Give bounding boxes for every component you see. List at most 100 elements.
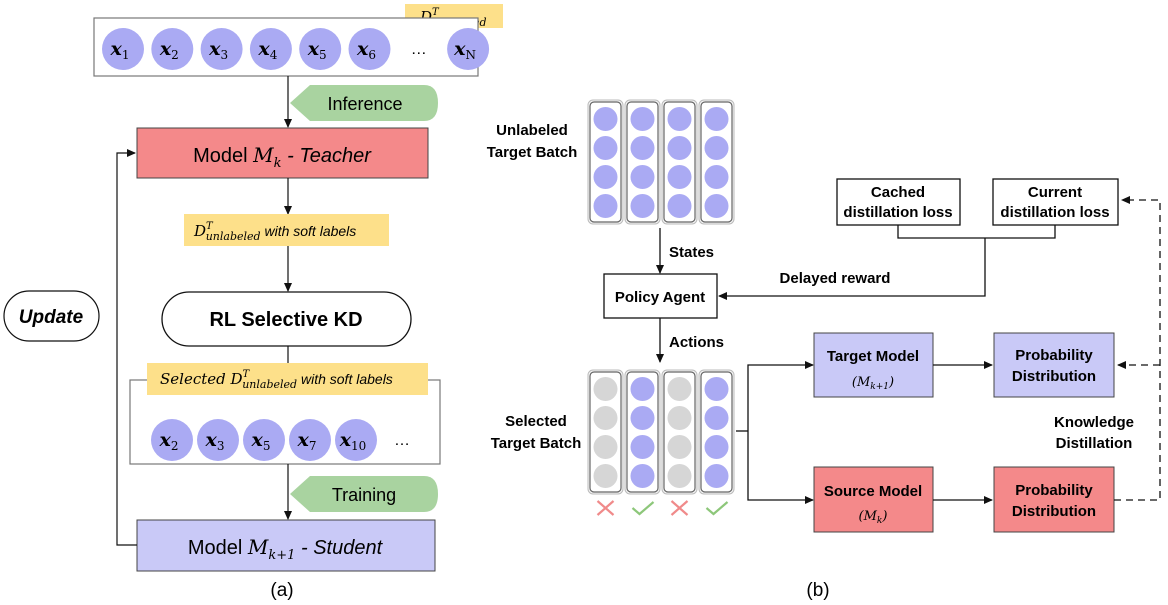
policy-agent-label: Policy Agent [615,289,705,306]
sample-node-index: 5 [319,48,327,62]
selected-sample-node [667,107,692,131]
training-tag-shape [290,476,438,512]
sample-node [447,28,490,70]
rejected-sample-node [593,435,618,459]
selected-sample-node [630,377,655,401]
rejected-sample-node [667,406,692,430]
sample-node-index: 1 [122,48,130,62]
sample-node-index: 4 [270,48,278,62]
sample-node [151,419,193,461]
selected-sample-node [630,107,655,131]
rejected-sample-node [667,377,692,401]
selected-sample-node [630,136,655,160]
states-label: States [669,244,714,261]
check-icon [705,501,729,516]
selected-sample-node [593,165,618,189]
sample-node-label: x2 [159,38,179,62]
sample-node-index: N [466,48,477,62]
batch-column [700,101,733,223]
sample-node [335,419,377,461]
teacher-model-box [136,127,429,179]
batch-column [700,371,733,493]
batch-column [663,101,696,223]
selected-sample-node [704,406,729,430]
sample-node-index: 6 [368,48,376,62]
selected-sample-node [630,464,655,488]
cross-icon [596,500,615,516]
sample-node-label: x3 [205,429,225,453]
batch-column [626,371,659,493]
selected-sample-node [630,165,655,189]
rl-selective-kd-label: RL Selective KD [209,309,362,331]
sample-node-index: 3 [220,48,228,62]
sample-node-label: x4 [257,38,277,62]
teacher-model-label: Model Mk - Teacher [193,143,372,171]
batch-column [663,371,696,493]
soft-labels-tag-bg [184,214,389,246]
kd-dashed-to-target [1114,196,1161,501]
sample-node [200,28,243,70]
selected-sample-node [704,136,729,160]
ellipsis: … [411,41,427,58]
rejected-sample-node [667,435,692,459]
sample-node [249,28,292,70]
arrow-to-target-model [747,361,814,431]
sample-node-index: 10 [351,439,366,453]
sample-node-label: x7 [297,429,317,453]
batch-column [589,101,622,223]
sample-node-index: 3 [217,439,225,453]
policy-agent-box [603,273,718,319]
selected-sample-node [704,107,729,131]
selected-sample-node [630,406,655,430]
batch-column [589,371,622,493]
sample-node [243,419,285,461]
selected-sample-node [667,136,692,160]
selected-sample-node [667,194,692,218]
rejected-sample-node [593,406,618,430]
selected-batch [587,369,735,516]
update-loop-arrow [116,149,137,546]
source-model-box [813,466,934,533]
training-label: Training [332,485,396,505]
sample-node-label: x5 [307,38,327,62]
ellipsis: … [394,432,410,449]
caption-b: (b) [806,580,829,601]
sample-node-index: 2 [171,48,179,62]
inference-tag-shape [290,85,438,121]
source-model-label: Source Model [824,483,922,500]
delayed-reward-label: Delayed reward [780,270,891,287]
selected-sample-node [593,136,618,160]
selected-sample-node [704,165,729,189]
selected-sample-node [704,194,729,218]
rejected-sample-node [593,377,618,401]
selected-sample-node [593,107,618,131]
sample-node [151,28,194,70]
arrow-to-source-model [747,431,814,504]
sample-node-label: x5 [251,429,271,453]
target-prob-dist-box [993,332,1115,398]
sample-node [289,419,331,461]
update-box [3,290,100,342]
selected-sample-node [667,165,692,189]
sample-node [102,28,144,70]
sample-node-label: x2 [159,429,179,453]
rejected-sample-node [593,464,618,488]
sample-node-label: x10 [339,429,367,453]
update-label: Update [19,307,84,328]
sample-node [348,28,391,70]
selected-nodes: x2 x3 x5 x7 x10 … [151,419,410,461]
selected-tag-bg [147,363,428,395]
rl-selective-kd-box [161,291,412,347]
rejected-sample-node [667,464,692,488]
